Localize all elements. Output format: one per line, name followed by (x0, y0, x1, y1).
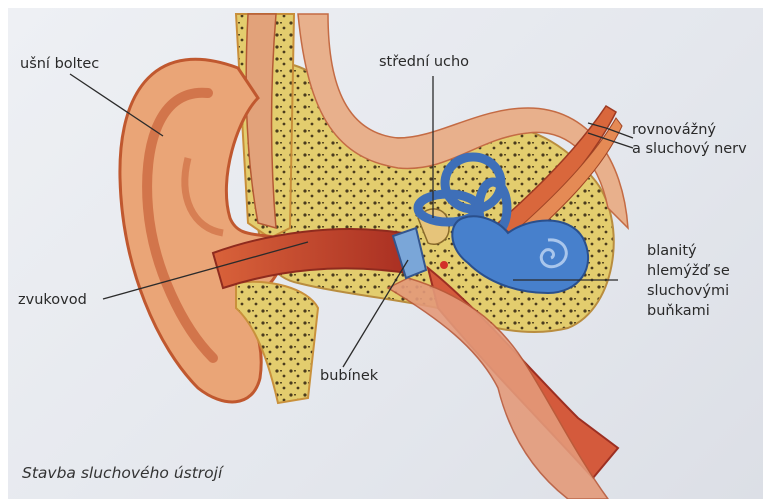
label-nerve-line1: rovnovážný (632, 122, 716, 139)
diagram-photo: ušní boltec střední ucho rovnovážný a sl… (8, 8, 763, 499)
label-outer-ear: ušní boltec (20, 56, 99, 73)
label-middle-ear: střední ucho (379, 54, 469, 71)
label-cochlea-line4: buňkami (647, 303, 710, 320)
label-eardrum: bubínek (320, 368, 378, 385)
figure-caption: Stavba sluchového ústrojí (22, 464, 222, 482)
label-cochlea-line1: blanitý (647, 243, 697, 260)
label-nerve-line2: a sluchový nerv (632, 141, 747, 158)
label-cochlea-line3: sluchovými (647, 283, 729, 300)
label-cochlea-line2: hlemýžď se (647, 263, 730, 280)
label-ear-canal: zvukovod (18, 292, 87, 309)
